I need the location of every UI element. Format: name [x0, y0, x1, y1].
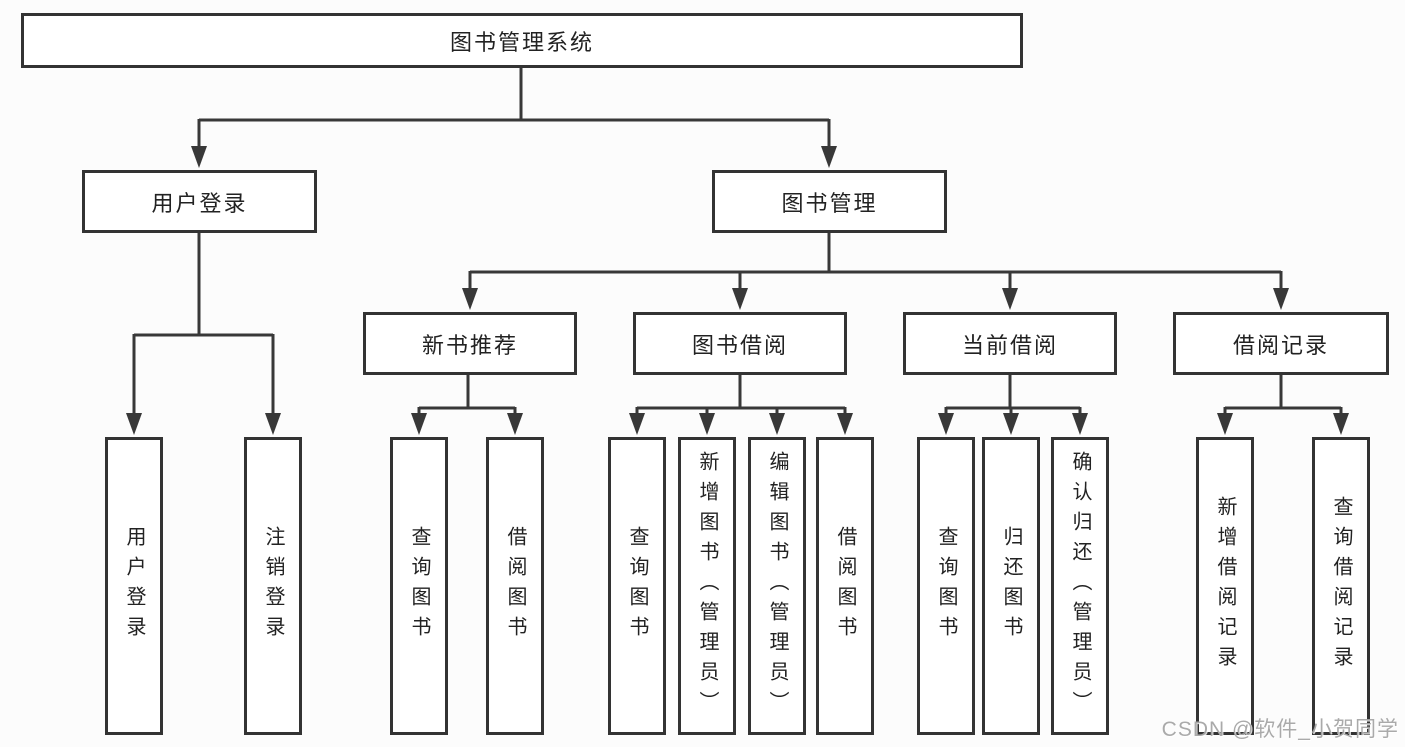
arrowheads	[126, 146, 1349, 435]
node-book-management: 图书管理	[712, 170, 947, 233]
node-user-login: 用户登录	[82, 170, 317, 233]
leaf-borrow-books-borrowing: 借阅图书	[816, 437, 874, 735]
leaf-query-books-recommend: 查询图书	[390, 437, 448, 735]
leaf-edit-book-admin: 编辑图书（管理员）	[748, 437, 806, 735]
leaf-confirm-return-admin: 确认归还（管理员）	[1051, 437, 1109, 735]
leaf-return-books: 归还图书	[982, 437, 1040, 735]
leaf-borrow-books-recommend: 借阅图书	[486, 437, 544, 735]
node-new-book-recommend: 新书推荐	[363, 312, 577, 375]
node-book-borrowing: 图书借阅	[633, 312, 847, 375]
node-borrowing-records: 借阅记录	[1173, 312, 1389, 375]
node-current-borrowing: 当前借阅	[903, 312, 1117, 375]
csdn-watermark: CSDN @软件_小贺同学	[1161, 718, 1399, 741]
leaf-query-books-borrowing: 查询图书	[608, 437, 666, 735]
leaf-user-login: 用户登录	[105, 437, 163, 735]
leaf-add-borrow-record: 新增借阅记录	[1196, 437, 1254, 735]
leaf-logout: 注销登录	[244, 437, 302, 735]
leaf-query-borrow-record: 查询借阅记录	[1312, 437, 1370, 735]
node-library-system: 图书管理系统	[21, 13, 1023, 68]
leaf-query-books-current: 查询图书	[917, 437, 975, 735]
leaf-add-book-admin: 新增图书（管理员）	[678, 437, 736, 735]
